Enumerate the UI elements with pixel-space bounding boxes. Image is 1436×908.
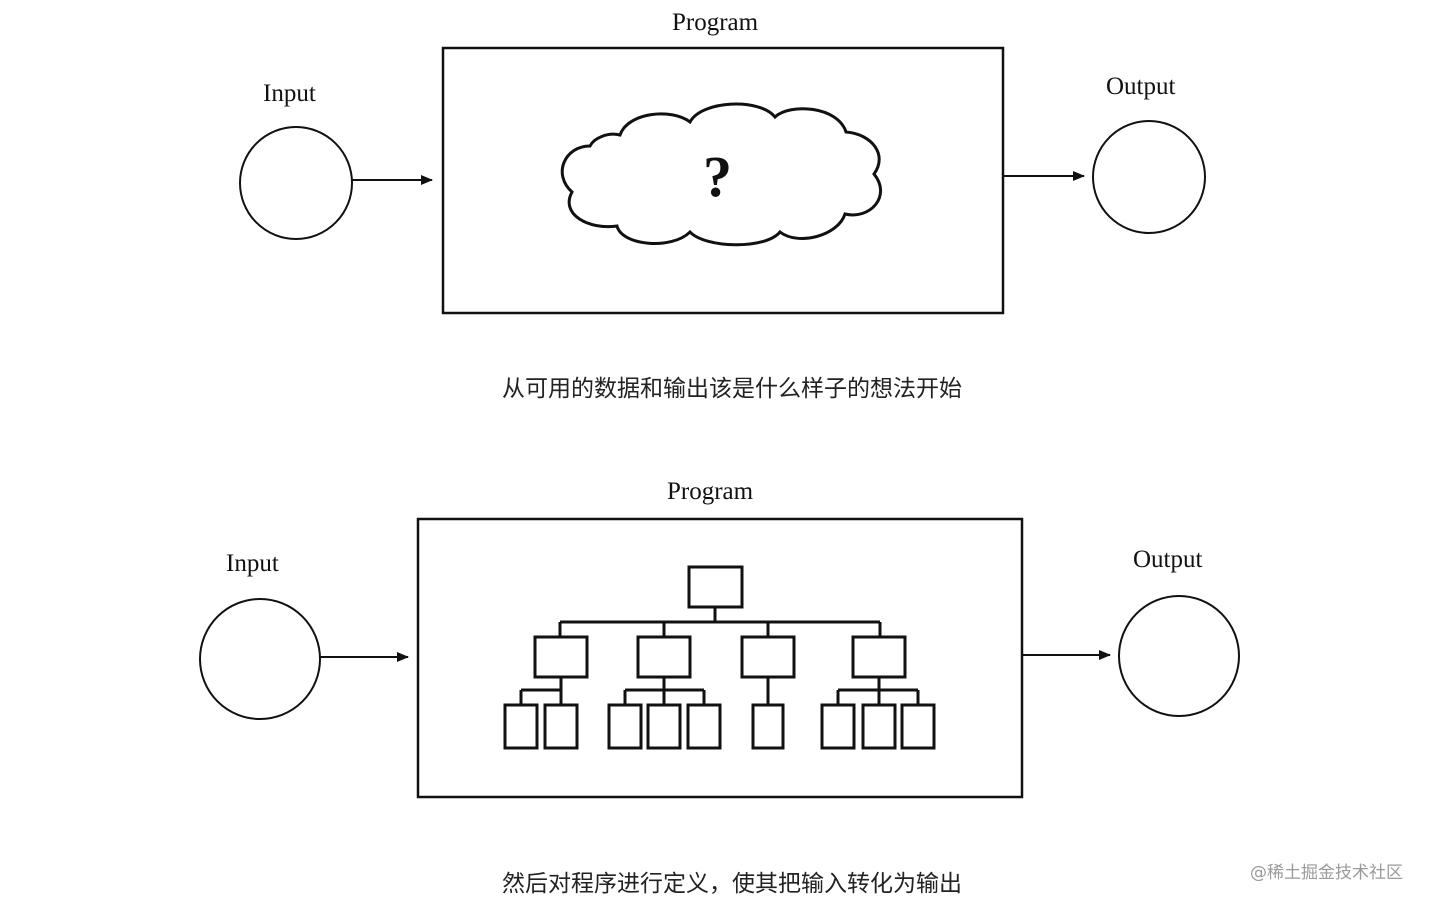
hierarchy-leaf-node xyxy=(543,703,579,750)
hierarchy-leaf-node xyxy=(607,703,643,750)
hierarchy-leaf-node xyxy=(503,703,539,750)
top-program-box xyxy=(441,46,1005,315)
bottom-output-circle xyxy=(1118,595,1240,717)
hierarchy-level2-node-3 xyxy=(740,635,796,679)
bottom-input-label: Input xyxy=(226,550,279,577)
watermark: @稀土掘金技术社区 xyxy=(1250,863,1403,883)
top-output-circle xyxy=(1092,120,1206,234)
hierarchy-level2-node-1 xyxy=(533,635,589,679)
hierarchy-leaf-node xyxy=(820,703,856,750)
bottom-caption: 然后对程序进行定义，使其把输入转化为输出 xyxy=(502,871,962,897)
hierarchy-level2-node-2 xyxy=(636,635,692,679)
hierarchy-leaf-node xyxy=(861,703,897,750)
hierarchy-leaf-node xyxy=(900,703,936,750)
bottom-program-label: Program xyxy=(667,478,754,505)
hierarchy-root-node xyxy=(687,565,744,609)
bottom-program-box xyxy=(416,517,1024,799)
hierarchy-chart xyxy=(503,565,936,750)
top-output-label: Output xyxy=(1106,73,1176,100)
top-diagram xyxy=(239,46,1206,315)
bottom-diagram xyxy=(199,517,1240,799)
top-input-circle xyxy=(239,126,353,240)
hierarchy-level2-node-4 xyxy=(851,635,907,679)
top-program-label: Program xyxy=(672,9,759,36)
bottom-input-circle xyxy=(199,598,321,720)
hierarchy-leaf-node xyxy=(751,703,785,750)
top-input-label: Input xyxy=(263,80,316,107)
top-caption: 从可用的数据和输出该是什么样子的想法开始 xyxy=(502,376,962,402)
hierarchy-leaf-node xyxy=(686,703,722,750)
top-unknown-cloud xyxy=(560,102,882,247)
hierarchy-leaf-node xyxy=(646,703,682,750)
question-mark: ? xyxy=(703,144,732,209)
bottom-output-label: Output xyxy=(1133,546,1203,573)
